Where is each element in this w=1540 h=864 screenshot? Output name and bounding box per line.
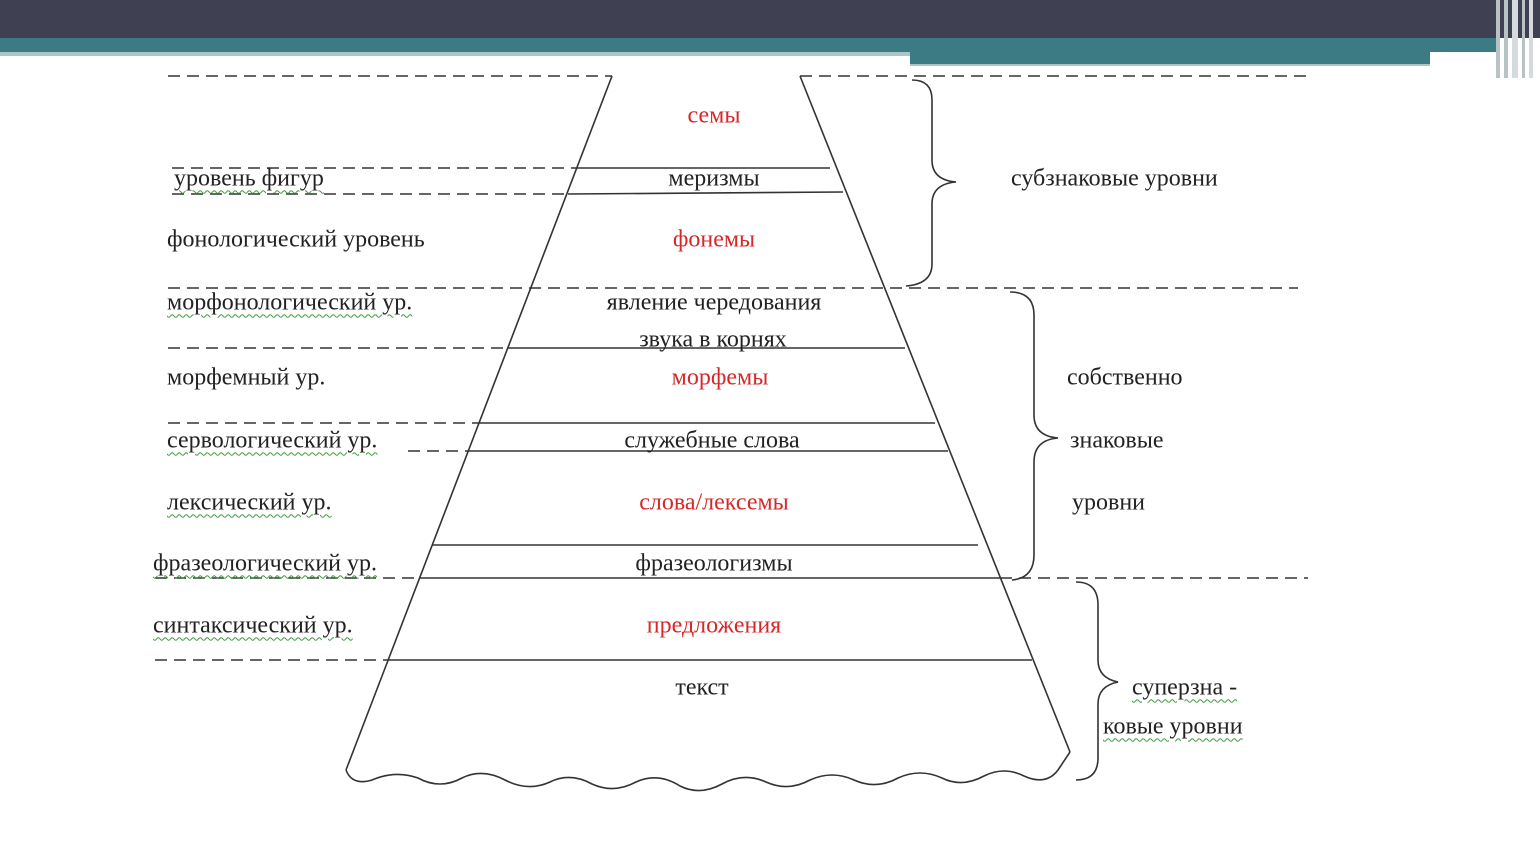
slide-accent-line xyxy=(0,52,910,56)
label-supersign-line2: ковые уровни xyxy=(1103,713,1243,740)
curly-brace-subsign xyxy=(905,79,957,287)
pyramid-divider xyxy=(567,191,844,195)
label-morphemic-level: морфемный ур. xyxy=(167,364,326,391)
pyramid-function-words: служебные слова xyxy=(624,427,800,454)
slide-accent-step xyxy=(910,52,1430,64)
pyramid-alternation-line1: явление чередования xyxy=(606,289,822,316)
pyramid-merisms: меризмы xyxy=(668,165,760,192)
label-figures-level: уровень фигур xyxy=(174,165,324,192)
label-sign-levels-line1: собственно xyxy=(1067,364,1183,391)
curly-brace-supersign xyxy=(1075,581,1119,781)
label-lexical-level: лексический ур. xyxy=(167,489,332,516)
pyramid-words-lexemes: слова/лексемы xyxy=(639,489,789,516)
label-phraseological-level: фразеологический ур. xyxy=(153,550,378,577)
pyramid-semes: семы xyxy=(687,102,741,129)
pyramid-text: текст xyxy=(675,674,729,701)
pyramid-alternation-line2: звука в корнях xyxy=(639,326,787,353)
curly-brace-sign xyxy=(1009,291,1059,581)
label-phonological-level: фонологический уровень xyxy=(167,226,425,253)
label-morphonological-level: морфонологический ур. xyxy=(167,289,413,316)
pyramid-morphemes: морфемы xyxy=(671,364,769,391)
label-sign-levels-line3: уровни xyxy=(1072,489,1146,516)
label-servological-level: сервологический ур. xyxy=(167,427,378,454)
slide-corner-stripes xyxy=(1496,0,1540,78)
pyramid-right-edge xyxy=(799,75,1071,753)
label-supersign-line1: суперзна - xyxy=(1132,674,1238,701)
label-syntactic-level: синтаксический ур. xyxy=(153,612,353,639)
slide-header-bar xyxy=(0,0,1540,38)
slide-accent-step-line xyxy=(910,64,1430,66)
pyramid-wavy-base xyxy=(345,751,1071,792)
pyramid-phraseologisms: фразеологизмы xyxy=(635,550,793,577)
label-subsign-levels: субзнаковые уровни xyxy=(1011,165,1218,192)
pyramid-phonemes: фонемы xyxy=(672,226,756,253)
slide-accent-bar xyxy=(0,38,1500,52)
pyramid-sentences: предложения xyxy=(646,612,782,639)
label-sign-levels-line2: знаковые xyxy=(1070,427,1164,454)
